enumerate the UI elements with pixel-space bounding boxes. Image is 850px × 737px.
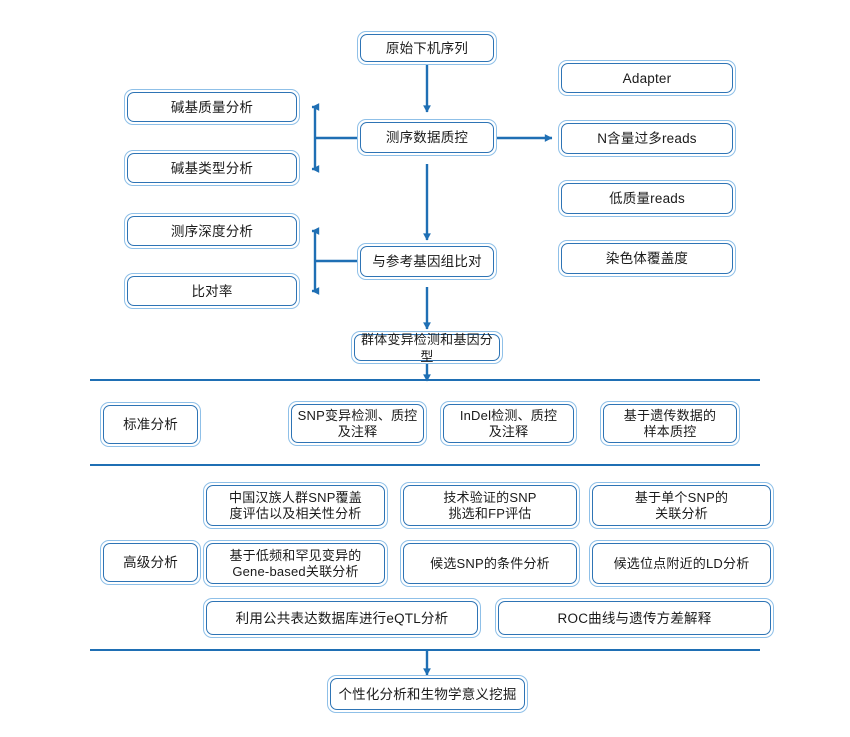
node-chromosome-coverage-label: 染色体覆盖度 [561,243,733,274]
card-advanced-r2-0[interactable]: 基于低频和罕见变异的 Gene-based关联分析 [203,540,388,587]
divider-top [90,379,760,381]
card-advanced-r2-1[interactable]: 候选SNP的条件分析 [400,540,580,587]
node-base-type-analysis-label: 碱基类型分析 [127,153,297,183]
node-chromosome-coverage[interactable]: 染色体覆盖度 [558,240,736,277]
card-standard-0[interactable]: SNP变异检测、质控 及注释 [288,401,427,446]
node-sequencing-depth-analysis[interactable]: 测序深度分析 [124,213,300,249]
node-raw-sequence[interactable]: 原始下机序列 [357,31,497,65]
card-advanced-r1-1-label: 技术验证的SNP 挑选和FP评估 [403,485,577,526]
node-align-to-reference[interactable]: 与参考基因组比对 [357,243,497,280]
card-advanced-r1-2-label: 基于单个SNP的 关联分析 [592,485,771,526]
section-label-standard-analysis[interactable]: 标准分析 [100,402,201,447]
node-low-quality-reads-label: 低质量reads [561,183,733,214]
divider-middle [90,464,760,466]
node-alignment-rate[interactable]: 比对率 [124,273,300,309]
card-advanced-r3-1-label: ROC曲线与遗传方差解释 [498,601,771,635]
section-label-advanced-analysis-text: 高级分析 [103,543,198,582]
node-align-to-reference-label: 与参考基因组比对 [360,246,494,277]
card-standard-1-label: InDel检测、质控 及注释 [443,404,574,443]
node-variant-calling-genotyping[interactable]: 群体变异检测和基因分型 [351,331,503,364]
node-personalized-analysis[interactable]: 个性化分析和生物学意义挖掘 [327,675,528,713]
card-advanced-r1-0[interactable]: 中国汉族人群SNP覆盖 度评估以及相关性分析 [203,482,388,529]
card-standard-2-label: 基于遗传数据的 样本质控 [603,404,737,443]
card-advanced-r3-0[interactable]: 利用公共表达数据库进行eQTL分析 [203,598,481,638]
card-standard-1[interactable]: InDel检测、质控 及注释 [440,401,577,446]
node-sequencing-depth-analysis-label: 测序深度分析 [127,216,297,246]
node-adapter-label: Adapter [561,63,733,93]
node-personalized-analysis-label: 个性化分析和生物学意义挖掘 [330,678,525,710]
card-standard-2[interactable]: 基于遗传数据的 样本质控 [600,401,740,446]
card-advanced-r1-0-label: 中国汉族人群SNP覆盖 度评估以及相关性分析 [206,485,385,526]
node-sequencing-qc-label: 测序数据质控 [360,122,494,153]
node-adapter[interactable]: Adapter [558,60,736,96]
card-advanced-r2-2-label: 候选位点附近的LD分析 [592,543,771,584]
card-advanced-r2-2[interactable]: 候选位点附近的LD分析 [589,540,774,587]
card-advanced-r3-1[interactable]: ROC曲线与遗传方差解释 [495,598,774,638]
section-label-advanced-analysis[interactable]: 高级分析 [100,540,201,585]
card-advanced-r1-2[interactable]: 基于单个SNP的 关联分析 [589,482,774,529]
node-variant-calling-genotyping-label: 群体变异检测和基因分型 [354,332,500,364]
node-sequencing-qc[interactable]: 测序数据质控 [357,119,497,156]
card-standard-0-label: SNP变异检测、质控 及注释 [291,404,424,443]
card-advanced-r2-1-label: 候选SNP的条件分析 [403,543,577,584]
card-advanced-r3-0-label: 利用公共表达数据库进行eQTL分析 [206,601,478,635]
node-n-content-reads[interactable]: N含量过多reads [558,120,736,157]
node-base-quality-analysis[interactable]: 碱基质量分析 [124,89,300,125]
card-advanced-r1-1[interactable]: 技术验证的SNP 挑选和FP评估 [400,482,580,529]
card-advanced-r2-0-label: 基于低频和罕见变异的 Gene-based关联分析 [206,543,385,584]
divider-bottom [90,649,760,651]
node-base-quality-analysis-label: 碱基质量分析 [127,92,297,122]
node-raw-sequence-label: 原始下机序列 [360,34,494,62]
node-alignment-rate-label: 比对率 [127,276,297,306]
node-low-quality-reads[interactable]: 低质量reads [558,180,736,217]
node-n-content-reads-label: N含量过多reads [561,123,733,154]
node-base-type-analysis[interactable]: 碱基类型分析 [124,150,300,186]
section-label-standard-analysis-text: 标准分析 [103,405,198,444]
